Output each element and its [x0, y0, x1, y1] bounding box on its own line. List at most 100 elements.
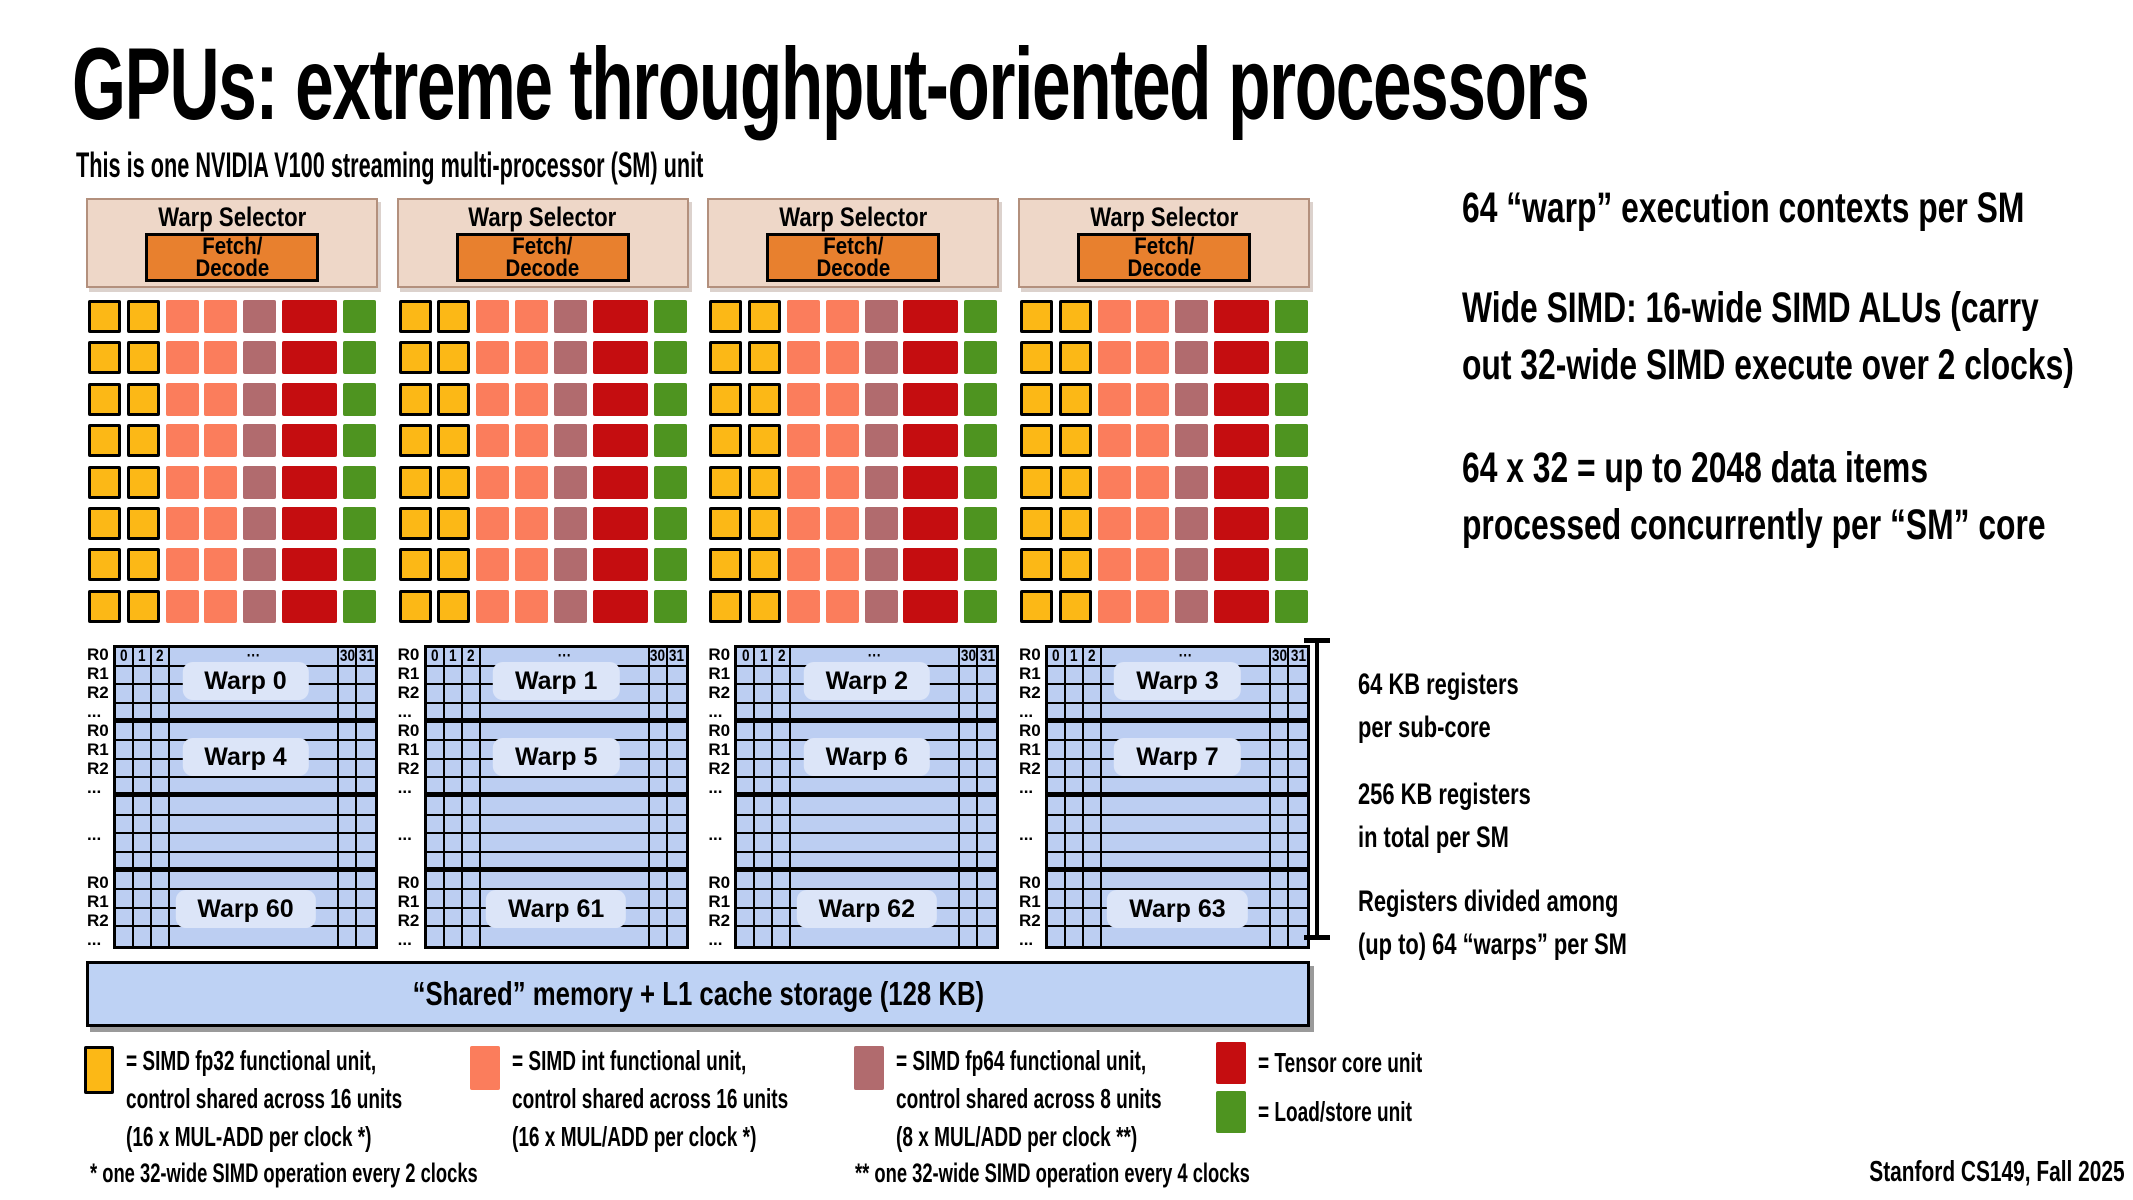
- register-cell: [773, 703, 792, 723]
- register-cell: [1083, 703, 1102, 723]
- exec-unit-ldst-square: [342, 506, 376, 540]
- exec-unit-int-square: [476, 382, 510, 416]
- exec-unit-row: [1019, 589, 1308, 623]
- exec-unit-row: [1019, 341, 1308, 375]
- register-cell: [357, 723, 375, 742]
- exec-unit-fp64-square: [553, 424, 587, 458]
- register-cell: [462, 815, 481, 835]
- register-cell: [1066, 927, 1084, 946]
- register-cell: [134, 685, 152, 704]
- exec-unit-row: [709, 506, 998, 540]
- register-row-label: ...: [87, 930, 102, 949]
- fetch-decode-line: Fetch/: [201, 232, 263, 260]
- register-cell: [170, 852, 339, 872]
- register-col-header: 1: [134, 648, 152, 667]
- register-cell: [667, 834, 686, 853]
- exec-unit-row: [709, 465, 998, 499]
- register-cell: [755, 759, 774, 779]
- register-cell: [339, 741, 357, 760]
- exec-unit-fp64-square: [553, 548, 587, 582]
- exec-unit-int-square: [515, 424, 549, 458]
- legend-text: = SIMD int functional unit,control share…: [512, 1042, 788, 1156]
- fetch-decode-line: Decode: [816, 254, 891, 282]
- exec-unit-tensor-square: [282, 382, 338, 416]
- register-row-label: R0: [87, 873, 109, 892]
- register-rows-ellipsis: ...: [87, 825, 102, 844]
- exec-unit-int-square: [1136, 589, 1170, 623]
- exec-unit-tensor-square: [903, 506, 959, 540]
- register-cell: [649, 741, 668, 760]
- register-cell: [444, 759, 463, 779]
- exec-unit-int-square: [204, 465, 238, 499]
- exec-unit-fp32-square: [126, 300, 160, 333]
- register-row-label: R1: [397, 740, 420, 759]
- register-cell: [773, 927, 792, 946]
- exec-unit-ldst-square: [653, 548, 687, 582]
- register-cell: [1065, 685, 1084, 704]
- register-cell: [773, 890, 792, 909]
- exec-unit-fp32-square: [88, 506, 121, 540]
- register-cell: [667, 704, 686, 723]
- register-cell: [737, 908, 756, 928]
- register-cell: [1065, 834, 1084, 853]
- register-cell: [737, 685, 756, 704]
- register-cell: [1270, 759, 1289, 779]
- exec-unit-fp64-square: [1175, 341, 1209, 375]
- register-cell: [649, 703, 668, 723]
- register-cell: [462, 797, 481, 816]
- register-cell: [1083, 815, 1102, 835]
- register-cell: [1083, 741, 1102, 760]
- register-row-label: R1: [397, 664, 420, 683]
- register-row-label: R1: [1018, 740, 1041, 759]
- right-note-line: out 32-wide SIMD execute over 2 clocks): [1462, 341, 2074, 389]
- exec-unit-fp32-square: [437, 382, 471, 416]
- register-rows-ellipsis: ...: [1018, 825, 1034, 844]
- exec-unit-fp32-square: [748, 465, 782, 499]
- register-cell: [462, 722, 481, 742]
- exec-unit-fp32-square: [88, 548, 121, 582]
- register-col-header: 30: [339, 648, 357, 667]
- register-cell: [960, 722, 979, 742]
- exec-unit-tensor-square: [903, 382, 959, 416]
- warp-label-pill: Warp 62: [796, 890, 937, 928]
- exec-unit-fp32-square: [1019, 300, 1053, 333]
- register-cell: [152, 759, 170, 779]
- register-cell: [773, 722, 792, 742]
- register-col-header-text: 1: [448, 648, 457, 666]
- exec-unit-fp32-square: [1058, 300, 1092, 333]
- register-cell: [1047, 852, 1066, 872]
- exec-unit-grid: [709, 300, 998, 623]
- register-cell: [1047, 871, 1066, 891]
- register-cell: [737, 778, 756, 797]
- register-note-line: in total per SM: [1358, 821, 1509, 854]
- register-cell: [1270, 685, 1289, 704]
- register-col-header: 1: [755, 648, 774, 667]
- register-cell: [462, 666, 481, 686]
- register-cell: [152, 871, 170, 891]
- register-cell: [116, 852, 134, 872]
- exec-unit-fp32-square: [88, 300, 121, 333]
- register-cell: [134, 722, 152, 742]
- legend-item-int: = SIMD int functional unit,control share…: [470, 1042, 918, 1156]
- legend-swatch-fp32: [84, 1046, 114, 1094]
- register-cell: [134, 871, 152, 891]
- register-row-label: R2: [87, 911, 109, 930]
- register-cell: [755, 741, 774, 760]
- exec-unit-ldst-square: [1274, 300, 1308, 333]
- register-cell: [170, 797, 339, 816]
- register-cell: [1083, 834, 1102, 853]
- exec-unit-ldst-square: [653, 300, 687, 333]
- warp-label-pill: Warp 2: [803, 662, 931, 700]
- exec-unit-fp32-square: [1019, 589, 1053, 623]
- register-row-label: R1: [708, 740, 731, 759]
- exec-unit-ldst-square: [964, 548, 998, 582]
- register-cell: [737, 741, 756, 760]
- exec-unit-fp32-square: [437, 465, 471, 499]
- exec-unit-row: [1019, 300, 1308, 333]
- register-cell: [978, 890, 997, 909]
- register-cell: [152, 834, 170, 853]
- register-cell: [1270, 797, 1289, 816]
